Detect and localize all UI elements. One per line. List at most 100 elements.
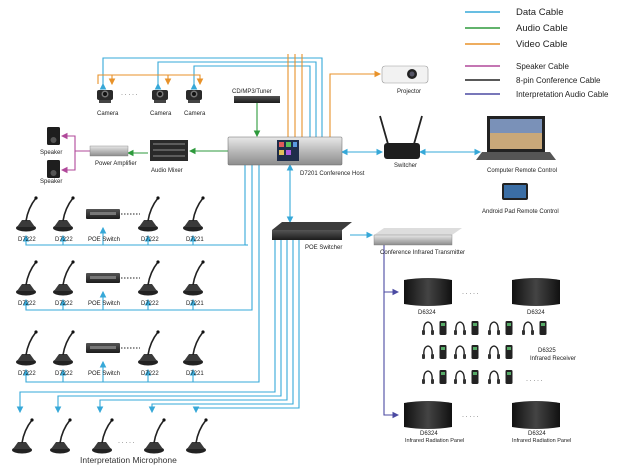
interp-dots: · · · · · xyxy=(118,440,135,446)
receiver-icon xyxy=(471,345,479,359)
receiver-model-label: D6325 xyxy=(538,348,556,354)
unit-row-2: D7222 D7222 POE Switch D7222 D7221 xyxy=(15,259,206,307)
row1-unit-d-label: D7221 xyxy=(186,237,204,243)
transmitter-icon xyxy=(373,234,453,246)
ir-panel-bottom-left: D6324 Infrared Radiation Panel xyxy=(404,401,464,444)
row1-switch-label: POE Switch xyxy=(88,237,120,243)
cd-mp3-tuner: CD/MP3/Tuner xyxy=(232,89,280,103)
receiver-icon xyxy=(505,345,513,359)
headset-icon xyxy=(421,345,435,360)
row2-unit-d-label: D7221 xyxy=(186,301,204,307)
headset-icon xyxy=(421,321,435,336)
speaker-1-label: Speaker xyxy=(40,150,62,156)
receiver-icon xyxy=(439,345,447,359)
legend-conf-label: 8-pin Conference Cable xyxy=(516,76,601,85)
row1-unit-c-label: D7222 xyxy=(141,237,159,243)
headset-icon xyxy=(453,345,467,360)
mic-icon xyxy=(137,259,161,297)
interpretation-mics: · · · · · Interpretation Microphone xyxy=(11,417,209,465)
mic-icon xyxy=(91,417,115,455)
receiver-icon xyxy=(505,370,513,384)
host-label: D7201 Conference Host xyxy=(300,171,365,177)
conference-host: D7201 Conference Host xyxy=(227,136,365,177)
receiver-icon xyxy=(439,321,447,335)
legend-audio-label: Audio Cable xyxy=(516,23,568,34)
camera-1-label: Camera xyxy=(97,111,119,117)
receiver-icon xyxy=(471,321,479,335)
receiver-icon xyxy=(505,321,513,335)
poe-switcher: POE Switcher xyxy=(272,222,352,251)
headset-icon xyxy=(487,370,501,385)
poe-switcher-label: POE Switcher xyxy=(305,245,342,251)
poe-switch-icon xyxy=(86,209,120,219)
power-amplifier: Power Amplifier xyxy=(89,145,137,167)
row1-unit-b-label: D7222 xyxy=(55,237,73,243)
tuner-device xyxy=(234,96,280,103)
power-amp-label: Power Amplifier xyxy=(95,161,137,167)
camera-3: Camera xyxy=(184,90,206,117)
tuner-label: CD/MP3/Tuner xyxy=(232,89,272,95)
speaker-2-label: Speaker xyxy=(40,179,62,185)
row3-unit-d-label: D7221 xyxy=(186,371,204,377)
row3-switch-label: POE Switch xyxy=(88,371,120,377)
camera-2-label: Camera xyxy=(150,111,172,117)
computer: Computer Remote Control xyxy=(476,116,557,174)
ir-panel-icon xyxy=(512,278,560,306)
row3-unit-b-label: D7222 xyxy=(55,371,73,377)
speaker-icon xyxy=(47,127,60,145)
row2-unit-b-label: D7222 xyxy=(55,301,73,307)
camera-icon xyxy=(152,90,168,103)
projector: Projector xyxy=(381,65,429,95)
legend-speaker-label: Speaker Cable xyxy=(516,62,569,71)
headset-icon xyxy=(421,370,435,385)
ir-transmitter: Conference Infrared Transmitter xyxy=(373,228,465,256)
audio-mixer: Audio Mixer xyxy=(150,140,188,174)
poe-switch-icon xyxy=(86,273,120,283)
mic-icon xyxy=(182,329,206,367)
pad-label: Android Pad Remote Control xyxy=(482,209,559,215)
unit-row-3: D7222 D7222 POE Switch D7222 D7221 xyxy=(15,329,206,377)
panel-top-dots: · · · · · xyxy=(462,291,479,297)
ir-panel-icon xyxy=(512,401,560,429)
ir-panel-bottom-right: D6324 Infrared Radiation Panel xyxy=(512,401,571,444)
headset-icon xyxy=(453,321,467,336)
mic-icon xyxy=(11,417,35,455)
legend-data-label: Data Cable xyxy=(516,7,564,18)
headset-icon xyxy=(487,345,501,360)
interpretation-cables xyxy=(383,245,400,419)
mic-icon xyxy=(182,195,206,233)
poe-switch-icon xyxy=(86,343,120,353)
ir-transmitter-label: Conference Infrared Transmitter xyxy=(380,250,465,256)
camera-icon xyxy=(97,90,113,103)
row2-unit-a-label: D7222 xyxy=(18,301,36,307)
conference-cables xyxy=(118,213,140,349)
panel-br-name-label: Infrared Radiation Panel xyxy=(512,438,571,444)
legend: Data Cable Audio Cable Video Cable Speak… xyxy=(465,7,609,99)
headset-icon xyxy=(453,370,467,385)
projector-label: Projector xyxy=(397,89,421,95)
panel-bl-name-label: Infrared Radiation Panel xyxy=(405,438,464,444)
poe-switcher-icon xyxy=(272,230,342,240)
mic-icon xyxy=(185,417,209,455)
receiver-icon xyxy=(471,370,479,384)
ir-panel-icon xyxy=(404,278,452,306)
row1-unit-a-label: D7222 xyxy=(18,237,36,243)
headset-icon xyxy=(487,321,501,336)
receiver-grid: · · · · · D6325 Infrared Receiver xyxy=(421,321,576,385)
ir-panel-top-left: D6324 xyxy=(404,278,452,316)
ir-panel-top-right: D6324 xyxy=(512,278,560,316)
mic-icon xyxy=(137,195,161,233)
panel-bl-model-label: D6324 xyxy=(420,431,438,437)
unit-row-1: D7222 D7222 POE Switch D7222 D7221 xyxy=(15,195,206,243)
router-icon xyxy=(384,143,420,159)
camera-dots: · · · · · xyxy=(121,92,138,98)
receiver-icon xyxy=(439,370,447,384)
audio-mixer-label: Audio Mixer xyxy=(151,168,183,174)
mic-icon xyxy=(52,259,76,297)
mic-icon xyxy=(15,329,39,367)
headset-icon xyxy=(521,321,535,336)
speaker-1: Speaker xyxy=(40,127,62,156)
panel-bottom-dots: · · · · · xyxy=(462,414,479,420)
